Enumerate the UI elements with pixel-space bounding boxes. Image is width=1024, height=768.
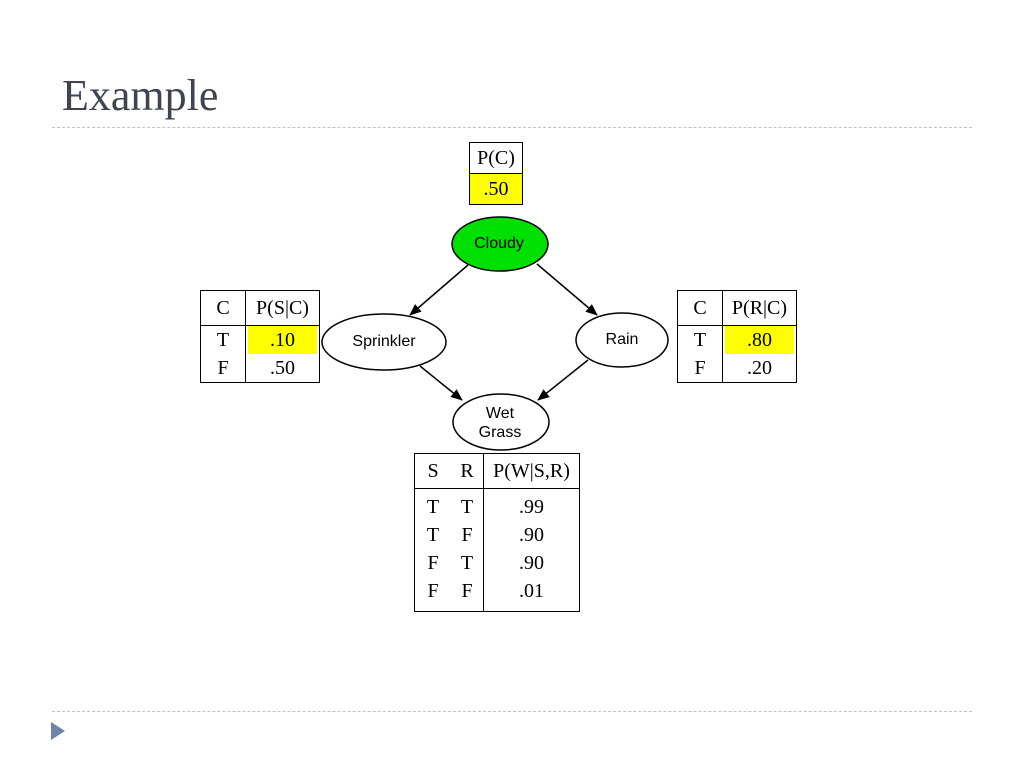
pwsr-row1-p: .99 bbox=[519, 496, 544, 518]
pc-value: .50 bbox=[469, 173, 523, 205]
edge-cloudy-rain bbox=[536, 263, 598, 316]
psc-row1-p-highlight: .10 bbox=[248, 326, 317, 354]
pc-header: P(C) bbox=[469, 142, 523, 174]
table-p-cloudy: P(C) .50 bbox=[469, 142, 523, 205]
psc-row1-p: .10 bbox=[246, 326, 320, 354]
node-cloudy-label: Cloudy bbox=[474, 235, 524, 252]
edge-rain-wetgrass bbox=[537, 359, 589, 401]
psc-header-c: C bbox=[200, 290, 246, 326]
table-p-wet-grass: S R P(W|S,R) T T .99 T F .90 F T .90 F F… bbox=[414, 453, 580, 612]
prc-row2-c: F bbox=[677, 354, 723, 383]
prc-row1-p: .80 bbox=[723, 326, 797, 354]
prc-row1-c: T bbox=[677, 325, 723, 354]
pwsr-row4-p: .01 bbox=[519, 580, 544, 602]
pwsr-row3-p: .90 bbox=[519, 552, 544, 574]
psc-row2-c: F bbox=[200, 354, 246, 383]
prc-header-c: C bbox=[677, 290, 723, 326]
prc-row2-p: .20 bbox=[747, 357, 772, 379]
edge-sprinkler-wetgrass bbox=[419, 365, 463, 401]
node-wet-grass-label-2: Grass bbox=[479, 424, 522, 441]
node-cloudy: Cloudy bbox=[451, 216, 549, 272]
node-wet-grass: Wet Grass bbox=[452, 393, 550, 451]
table-p-sprinkler: C P(S|C) T .10 F .50 bbox=[200, 290, 320, 383]
pwsr-row3-r: T bbox=[451, 549, 484, 577]
node-rain-label: Rain bbox=[606, 331, 639, 348]
node-sprinkler: Sprinkler bbox=[321, 313, 447, 371]
page-title: Example bbox=[62, 71, 219, 120]
prc-header-p: P(R|C) bbox=[722, 290, 797, 326]
node-wet-grass-label-1: Wet bbox=[486, 405, 515, 422]
pwsr-row2-r: F bbox=[451, 521, 484, 549]
slide-nav-arrow-icon[interactable] bbox=[51, 722, 65, 740]
node-rain: Rain bbox=[575, 312, 669, 368]
pwsr-row2-s: T bbox=[426, 524, 440, 546]
pwsr-row1-r: T bbox=[451, 488, 484, 521]
psc-row1-c: T bbox=[200, 325, 246, 354]
pwsr-row2-p: .90 bbox=[519, 524, 544, 546]
table-p-rain: C P(R|C) T .80 F .20 bbox=[677, 290, 797, 383]
pwsr-header-p: P(W|S,R) bbox=[483, 453, 580, 489]
pwsr-row4-r: F bbox=[451, 577, 484, 612]
edge-cloudy-sprinkler bbox=[409, 264, 469, 316]
pwsr-header-r: R bbox=[451, 453, 484, 489]
title-divider bbox=[52, 127, 972, 128]
node-sprinkler-label: Sprinkler bbox=[352, 333, 416, 350]
pwsr-header-s: S bbox=[414, 453, 451, 489]
pwsr-row4-s: F bbox=[427, 580, 439, 602]
prc-row1-p-highlight: .80 bbox=[725, 326, 794, 354]
psc-row2-p: .50 bbox=[270, 357, 295, 379]
pwsr-row3-s: F bbox=[427, 552, 439, 574]
footer-divider bbox=[52, 711, 972, 712]
pwsr-row1-s: T bbox=[426, 496, 440, 518]
psc-header-p: P(S|C) bbox=[245, 290, 320, 326]
